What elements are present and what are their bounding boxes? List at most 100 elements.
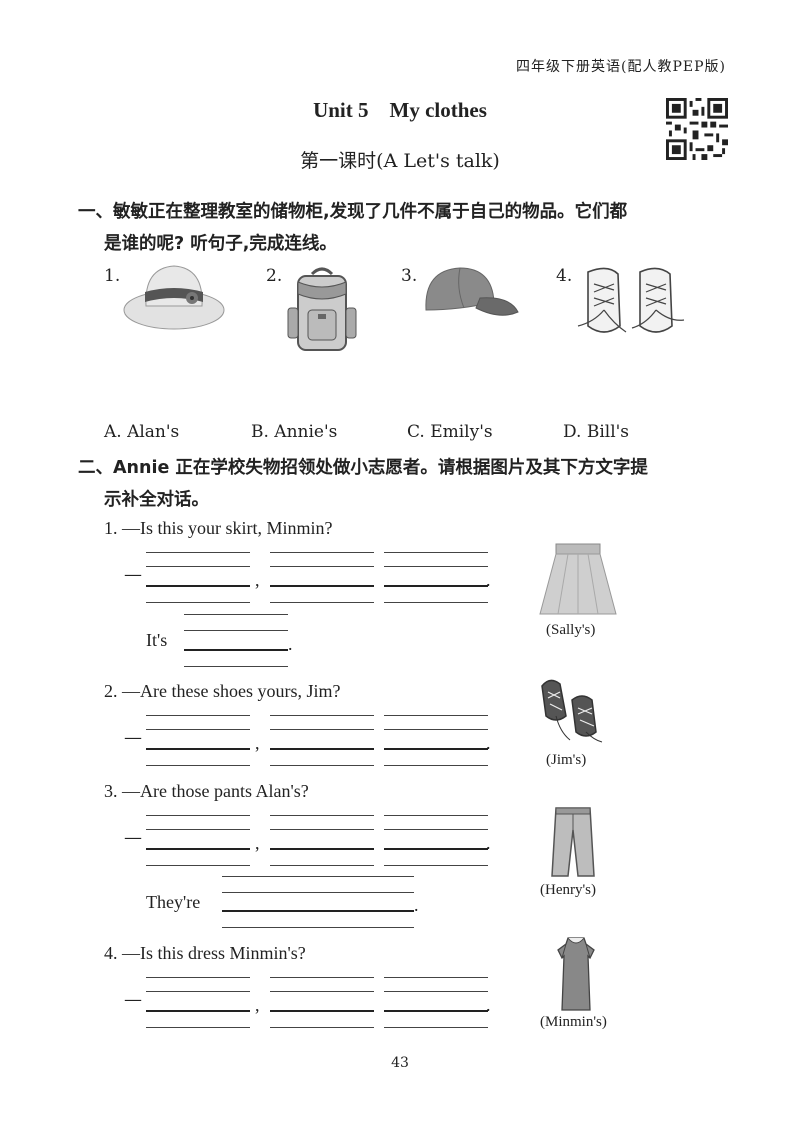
shoes-icon xyxy=(541,679,603,743)
answer-line[interactable] xyxy=(184,649,288,651)
guide-line xyxy=(270,715,374,716)
guide-line xyxy=(146,991,250,992)
answer-prefix: They're xyxy=(146,892,201,912)
period: . xyxy=(288,634,293,654)
section1-instruction-line1: 一、敏敏正在整理教室的储物柜,发现了几件不属于自己的物品。它们都 xyxy=(78,202,628,222)
guide-line xyxy=(384,815,488,816)
section2-instruction-line1: 二、Annie 正在学校失物招领处做小志愿者。请根据图片及其下方文字提 xyxy=(78,458,648,478)
question-2: 2. —Are these shoes yours, Jim? xyxy=(104,681,341,701)
question-4: 4. —Is this dress Minmin's? xyxy=(104,943,306,963)
answer-line[interactable] xyxy=(384,585,488,587)
comma: , xyxy=(255,833,260,853)
answer-line[interactable] xyxy=(270,748,374,750)
guide-line xyxy=(146,715,250,716)
guide-line xyxy=(270,566,374,567)
item-number: 1. xyxy=(104,266,121,286)
answer-line[interactable] xyxy=(222,910,414,912)
guide-line xyxy=(384,765,488,766)
answer-line[interactable] xyxy=(270,585,374,587)
answer-dash: — xyxy=(124,564,142,585)
guide-line xyxy=(146,865,250,866)
item-number: 3. xyxy=(401,266,418,286)
caption-sallys: (Sally's) xyxy=(546,622,596,638)
unit-title: Unit 5 My clothes xyxy=(313,98,487,122)
comma: , xyxy=(255,733,260,753)
answer-line[interactable] xyxy=(146,848,250,850)
option-b: B. Annie's xyxy=(251,422,338,442)
caption-minmins: (Minmin's) xyxy=(540,1014,607,1030)
question-1: 1. —Is this your skirt, Minmin? xyxy=(104,518,333,538)
lesson-title: 第一课时(A Let's talk) xyxy=(300,150,500,172)
answer-line[interactable] xyxy=(384,848,488,850)
question-3: 3. —Are those pants Alan's? xyxy=(104,781,309,801)
option-c: C. Emily's xyxy=(407,422,493,442)
guide-line xyxy=(384,829,488,830)
answer-line[interactable] xyxy=(146,748,250,750)
guide-line xyxy=(384,729,488,730)
period: . xyxy=(414,895,419,915)
guide-line xyxy=(146,729,250,730)
item-number: 4. xyxy=(556,266,573,286)
guide-line xyxy=(146,765,250,766)
guide-line xyxy=(270,765,374,766)
book-header: 四年级下册英语(配人教PEP版) xyxy=(516,59,726,75)
guide-line xyxy=(184,614,288,615)
guide-line xyxy=(222,892,414,893)
guide-line xyxy=(146,829,250,830)
caption-henrys: (Henry's) xyxy=(540,882,597,898)
period: . xyxy=(486,733,491,753)
guide-line xyxy=(270,602,374,603)
period: . xyxy=(486,833,491,853)
guide-line xyxy=(222,927,414,928)
period: . xyxy=(486,570,491,590)
guide-line xyxy=(270,865,374,866)
guide-line xyxy=(146,552,250,553)
answer-line[interactable] xyxy=(384,748,488,750)
guide-line xyxy=(184,630,288,631)
guide-line xyxy=(270,552,374,553)
guide-line xyxy=(146,1027,250,1028)
dress-icon xyxy=(557,937,595,1011)
backpack-icon xyxy=(287,267,357,351)
guide-line xyxy=(384,865,488,866)
guide-line xyxy=(384,566,488,567)
answer-line[interactable] xyxy=(384,1010,488,1012)
answer-line[interactable] xyxy=(270,1010,374,1012)
answer-dash: — xyxy=(124,727,142,748)
guide-line xyxy=(384,552,488,553)
option-d: D. Bill's xyxy=(563,422,630,442)
guide-line xyxy=(146,602,250,603)
guide-line xyxy=(270,1027,374,1028)
guide-line xyxy=(384,602,488,603)
guide-line xyxy=(146,815,250,816)
guide-line xyxy=(184,666,288,667)
guide-line xyxy=(270,815,374,816)
section1-instruction-line2: 是谁的呢? 听句子,完成连线。 xyxy=(104,234,337,254)
answer-line[interactable] xyxy=(146,585,250,587)
answer-dash: — xyxy=(124,989,142,1010)
item-number: 2. xyxy=(266,266,283,286)
comma: , xyxy=(255,995,260,1015)
page-number: 43 xyxy=(391,1055,409,1071)
period: . xyxy=(486,995,491,1015)
guide-line xyxy=(384,991,488,992)
pants-icon xyxy=(551,807,595,877)
comma: , xyxy=(255,570,260,590)
guide-line xyxy=(146,977,250,978)
guide-line xyxy=(146,566,250,567)
cap-icon xyxy=(425,267,519,316)
qr-code-icon[interactable] xyxy=(666,98,728,160)
hat-icon xyxy=(123,265,225,330)
guide-line xyxy=(384,715,488,716)
guide-line xyxy=(270,977,374,978)
guide-line xyxy=(222,876,414,877)
answer-line[interactable] xyxy=(270,848,374,850)
guide-line xyxy=(270,829,374,830)
answer-dash: — xyxy=(124,827,142,848)
sneakers-icon xyxy=(577,267,685,333)
answer-prefix: It's xyxy=(146,630,168,650)
guide-line xyxy=(384,977,488,978)
section2-instruction-line2: 示补全对话。 xyxy=(104,490,209,510)
guide-line xyxy=(270,991,374,992)
answer-line[interactable] xyxy=(146,1010,250,1012)
